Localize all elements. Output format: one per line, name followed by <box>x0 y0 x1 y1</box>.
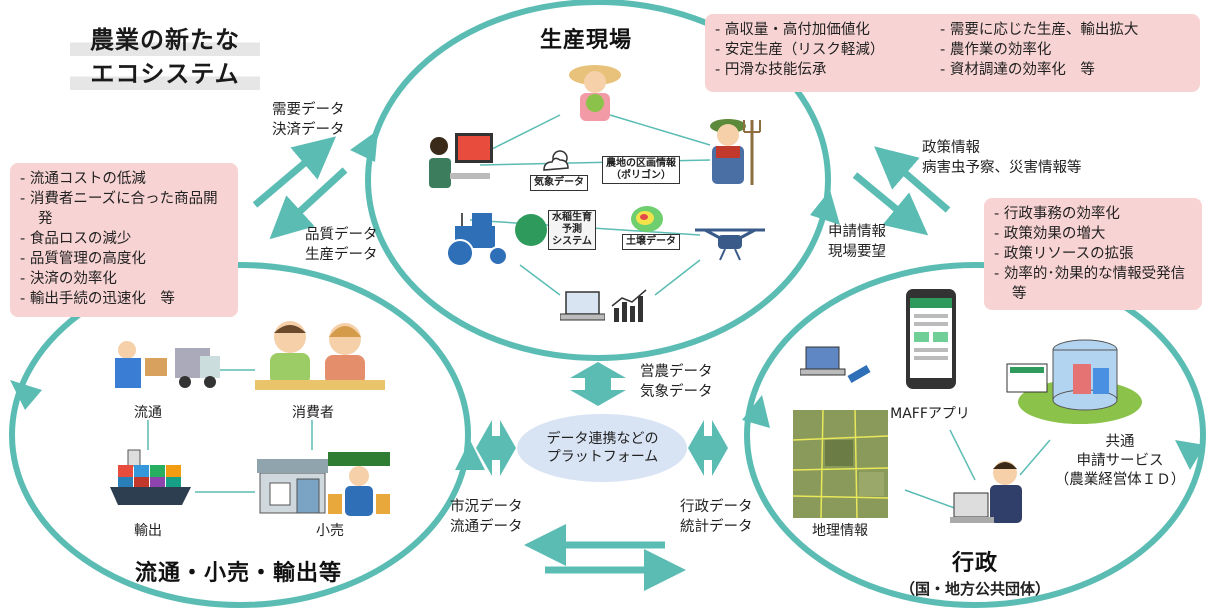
government-circle <box>744 262 1206 608</box>
benefit-item: 品質管理の高度化 <box>20 249 228 269</box>
benefit-item: 政策効果の増大 <box>994 224 1192 244</box>
distribution-title: 流通・小売・輸出等 <box>135 561 343 586</box>
common-service-label: 共通 申請サービス （農業経営体ＩＤ） <box>1054 434 1186 488</box>
benefit-item: 輸出手続の迅速化 等 <box>20 289 228 309</box>
government-title: 行政 <box>951 551 998 576</box>
official-computer-icon <box>950 461 1022 523</box>
aerial-map-icon <box>793 410 888 518</box>
flow-label-quality: 品質データ生産データ <box>305 227 378 263</box>
laptop-satellite-icon <box>800 346 871 383</box>
arrowhead <box>455 440 485 470</box>
rice-growth-system-tag: 水稲生育 予測 システム <box>548 210 596 250</box>
soil-map-icon <box>631 206 663 232</box>
title-line-2: エコシステム <box>70 58 260 90</box>
flow-label-market: 市況データ流通データ <box>450 499 523 535</box>
benefit-item: 流通コストの低減 <box>20 169 228 189</box>
maff-app-label: MAFFアプリ <box>890 406 970 422</box>
benefit-item: 農作業の効率化 <box>940 40 1190 60</box>
laptop-icon <box>560 291 605 321</box>
network-lines <box>904 429 1051 511</box>
distribution-benefits: 流通コストの低減消費者ニーズに合った商品開発食品ロスの減少品質管理の高度化決済の… <box>10 163 238 317</box>
platform-label: データ連携などのプラットフォーム <box>546 431 659 465</box>
drone-icon <box>695 228 765 261</box>
cargo-ship-icon <box>110 449 191 505</box>
consumer-label: 消費者 <box>292 405 334 421</box>
weather-data-tag: 気象データ <box>530 175 588 191</box>
government-subtitle: （国・地方公共団体） <box>899 580 1050 598</box>
database-cloud-icon <box>1006 339 1142 424</box>
person-computer-icon <box>429 133 493 188</box>
benefit-item: 効率的･効果的な情報受発信 等 <box>994 264 1200 304</box>
benefit-item: 需要に応じた生産、輸出拡大 <box>940 20 1190 40</box>
shop-icon <box>257 459 328 514</box>
title-line-1: 農業の新たな <box>70 24 260 56</box>
arrowhead <box>810 190 840 225</box>
production-title: 生産現場 <box>540 28 633 53</box>
production-benefits-col2: 需要に応じた生産、輸出拡大農作業の効率化資材調達の効率化 等 <box>940 20 1190 86</box>
benefit-item: 食品ロスの減少 <box>20 229 228 249</box>
benefit-item: 決済の効率化 <box>20 269 228 289</box>
diagram-title: 農業の新たな エコシステム <box>70 22 260 92</box>
benefit-item: 資材調達の効率化 等 <box>940 60 1190 80</box>
arrowhead <box>1175 440 1205 470</box>
network-lines <box>147 369 313 493</box>
double-arrow <box>688 420 728 476</box>
flow-label-policy: 政策情報病害虫予察、災害情報等 <box>922 140 1082 176</box>
tractor-icon <box>446 213 508 267</box>
farmer-woman-icon <box>569 65 621 121</box>
flow-label-apply: 申請情報現場要望 <box>828 224 886 260</box>
benefit-item: 高収量・高付加価値化 <box>715 20 920 40</box>
benefit-item: 行政事務の効率化 <box>994 204 1192 224</box>
flow-label-farm: 営農データ気象データ <box>640 364 713 400</box>
consumers-icon <box>255 321 385 390</box>
production-circle <box>365 0 831 361</box>
double-arrow <box>476 420 516 476</box>
flow-arrow <box>252 136 337 208</box>
logistics-label: 流通 <box>134 405 162 421</box>
production-benefits-col1: 高収量・高付加価値化安定生産（リスク軽減）円滑な技能伝承 <box>715 20 920 86</box>
delivery-worker-truck-icon <box>115 341 220 388</box>
platform-ellipse <box>517 414 687 482</box>
benefit-item: 政策リソースの拡張 <box>994 244 1192 264</box>
flow-arrow <box>874 146 951 213</box>
arrowhead <box>742 395 770 428</box>
benefit-item: 消費者ニーズに合った商品開発 <box>20 189 228 229</box>
export-label: 輸出 <box>134 523 162 539</box>
gis-label: 地理情報 <box>812 523 868 539</box>
flow-label-demand: 需要データ決済データ <box>272 102 345 138</box>
distribution-circle <box>9 262 471 608</box>
network-lines <box>469 114 711 296</box>
field-polygon-tag: 農地の区画情報（ポリゴン） <box>602 156 680 184</box>
rice-growth-model: 水稲生育 予測 システム <box>515 210 605 254</box>
smartphone-icon <box>906 289 956 389</box>
flow-arrow <box>269 167 348 240</box>
arrowhead <box>350 130 378 162</box>
benefit-item: 円滑な技能伝承 <box>715 60 920 80</box>
shopkeeper-icon <box>328 452 390 516</box>
arrowhead <box>10 380 42 410</box>
flow-label-admin: 行政データ統計データ <box>680 499 753 535</box>
production-benefits: 高収量・高付加価値化安定生産（リスク軽減）円滑な技能伝承 需要に応じた生産、輸出… <box>705 14 1200 92</box>
double-arrow <box>570 362 626 406</box>
retail-label: 小売 <box>316 523 344 539</box>
benefit-item: 安定生産（リスク軽減） <box>715 40 920 60</box>
flow-arrow <box>852 172 929 236</box>
growth-model-badge-icon <box>515 214 547 246</box>
soil-data-tag: 土壌データ <box>622 234 680 250</box>
government-benefits: 行政事務の効率化政策効果の増大政策リソースの拡張効率的･効果的な情報受発信 等 <box>984 198 1202 310</box>
weather-icon <box>543 150 569 171</box>
bar-chart-icon <box>611 289 647 322</box>
farmer-man-icon <box>710 119 761 185</box>
